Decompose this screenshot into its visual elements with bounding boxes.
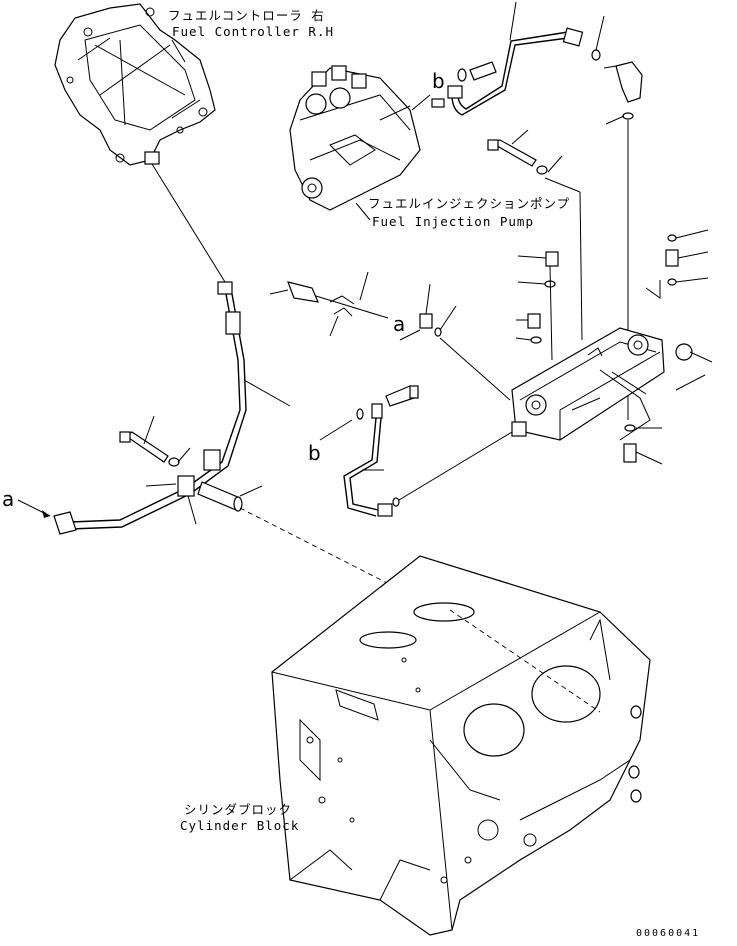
svg-text:Cylinder Block: Cylinder Block	[180, 818, 299, 833]
svg-text:シリンダブロック: シリンダブロック	[184, 802, 292, 817]
fuel-tube-lower	[343, 385, 513, 517]
svg-text:フュエルインジェクションポンプ: フュエルインジェクションポンプ	[368, 196, 570, 211]
svg-text:Fuel Injection Pump: Fuel Injection Pump	[372, 214, 534, 229]
svg-text:Fuel Controller R.H: Fuel Controller R.H	[172, 24, 334, 39]
cylinder-block-label: シリンダブロック Cylinder Block	[180, 802, 299, 833]
spacer-collar	[197, 481, 441, 611]
fuel-controller-label: フュエルコントローラ 右 Fuel Controller R.H	[168, 8, 334, 63]
fuel-controller-part	[54, 3, 226, 283]
fuel-injection-pump-label: フュエルインジェクションポンプ Fuel Injection Pump	[368, 196, 570, 229]
right-fittings	[623, 229, 713, 465]
reference-a-lower: a	[2, 487, 51, 518]
svg-text:b: b	[432, 69, 445, 93]
small-bolts	[515, 251, 559, 361]
small-fitting-a	[399, 283, 511, 401]
fuel-tube-upper	[447, 1, 584, 116]
cylinder-block-part	[271, 555, 651, 936]
long-bolt	[487, 129, 583, 341]
drawing-code: 00060041	[636, 928, 700, 939]
reference-b-upper: b	[411, 69, 445, 111]
fuel-manifold	[511, 327, 665, 441]
washer-top-right	[591, 15, 605, 61]
svg-text:a: a	[2, 487, 14, 511]
fuel-injection-pump-part	[289, 65, 421, 221]
reference-a-upper: a	[393, 312, 405, 336]
svg-text:b: b	[308, 441, 321, 465]
bolt-left	[119, 415, 191, 467]
sensor-part	[269, 271, 389, 337]
svg-text:a: a	[393, 312, 405, 336]
reference-b-lower: b	[308, 419, 353, 465]
svg-text:フュエルコントローラ 右: フュエルコントローラ 右	[168, 8, 325, 23]
fuel-tube-left	[53, 281, 291, 535]
